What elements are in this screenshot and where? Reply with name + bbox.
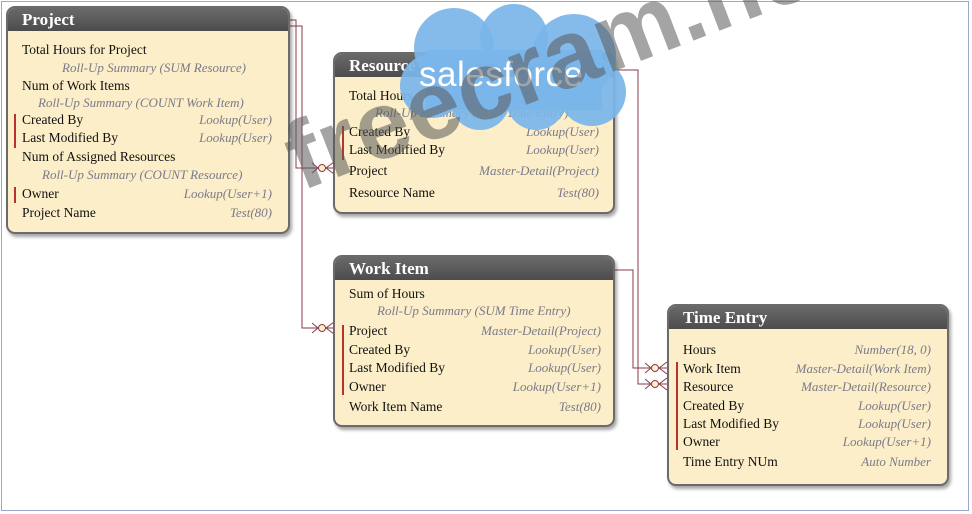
field-type: Lookup(User) (526, 142, 599, 157)
field-type: Lookup(User+1) (183, 186, 272, 201)
field-name: Owner (22, 186, 59, 201)
crowfoot-resource (311, 161, 335, 175)
crowfoot-timeentry-workitem (644, 361, 668, 375)
lookup-marker (14, 187, 16, 203)
entity-project-title: Project (8, 8, 288, 31)
field-type: Test(80) (556, 185, 599, 200)
field-name: Total Hours (349, 88, 413, 103)
crowfoot-workitem (311, 321, 335, 335)
field-type: Master-Detail(Project) (481, 323, 601, 338)
field-name: Created By (349, 124, 411, 139)
field-name: Last Modified By (22, 130, 118, 145)
connector-project-resource (290, 19, 334, 169)
field-name: Last Modified By (349, 142, 445, 157)
field-rollup: Roll-Up Summary (SUM Time Entry) (377, 303, 571, 318)
lookup-marker (676, 362, 678, 450)
field-name: Num of Work Items (22, 78, 130, 93)
crowfoot-timeentry-resource (644, 377, 668, 391)
field-name: Resource Name (349, 185, 435, 200)
entity-time-entry-title: Time Entry (669, 306, 947, 329)
field-type: Number(18, 0) (854, 342, 931, 357)
field-rollup: Roll-Up Summary (COUNT Work Item) (38, 95, 244, 110)
field-name: Last Modified By (683, 416, 779, 431)
field-name: Last Modified By (349, 360, 445, 375)
field-type: Master-Detail(Work Item) (795, 361, 931, 376)
field-name: Resource (683, 379, 734, 394)
field-name: Work Item (683, 361, 741, 376)
field-type: Master-Detail(Project) (479, 163, 599, 178)
connector-workitem-timeentry (614, 269, 667, 369)
salesforce-cloud-logo (400, 4, 626, 130)
field-type: Lookup(User) (858, 398, 931, 413)
field-type: Lookup(User) (199, 130, 272, 145)
field-type: Lookup(User+1) (512, 379, 601, 394)
entity-time-entry[interactable]: Time Entry Hours Number(18, 0) Work Item… (667, 304, 949, 486)
lookup-marker (342, 325, 344, 395)
entity-project[interactable]: Project Total Hours for Project Roll-Up … (6, 6, 290, 234)
field-name: Hours (683, 342, 716, 357)
field-type: Lookup(User+1) (842, 434, 931, 449)
field-name: Project (349, 323, 388, 338)
field-type: Master-Detail(Resource) (801, 379, 931, 394)
field-type: Lookup(User) (528, 342, 601, 357)
field-name: Num of Assigned Resources (22, 149, 176, 164)
entity-work-item[interactable]: Work Item Sum of Hours Roll-Up Summary (… (333, 255, 615, 427)
field-type: Test(80) (229, 205, 272, 220)
field-name: Created By (349, 342, 411, 357)
field-name: Sum of Hours (349, 286, 425, 301)
field-name: Created By (22, 112, 84, 127)
field-type: Lookup(User) (528, 360, 601, 375)
field-type: Test(80) (558, 399, 601, 414)
field-name: Total Hours for Project (22, 42, 147, 57)
field-type: Lookup(User) (858, 416, 931, 431)
field-type: Lookup(User) (199, 112, 272, 127)
lookup-marker (14, 114, 16, 148)
salesforce-logo-text: salesforce (419, 55, 584, 94)
field-rollup: Roll-Up Summary (COUNT Resource) (42, 167, 243, 182)
field-name: Owner (349, 379, 386, 394)
field-name: Owner (683, 434, 720, 449)
field-name: Created By (683, 398, 745, 413)
field-name: Project (349, 163, 388, 178)
field-type: Auto Number (861, 454, 931, 469)
field-name: Project Name (22, 205, 96, 220)
entity-work-item-title: Work Item (335, 257, 613, 280)
field-rollup: Roll-Up Summary (SUM Resource) (62, 60, 246, 75)
lookup-marker (342, 126, 344, 160)
field-name: Work Item Name (349, 399, 443, 414)
field-name: Time Entry NUm (683, 454, 778, 469)
